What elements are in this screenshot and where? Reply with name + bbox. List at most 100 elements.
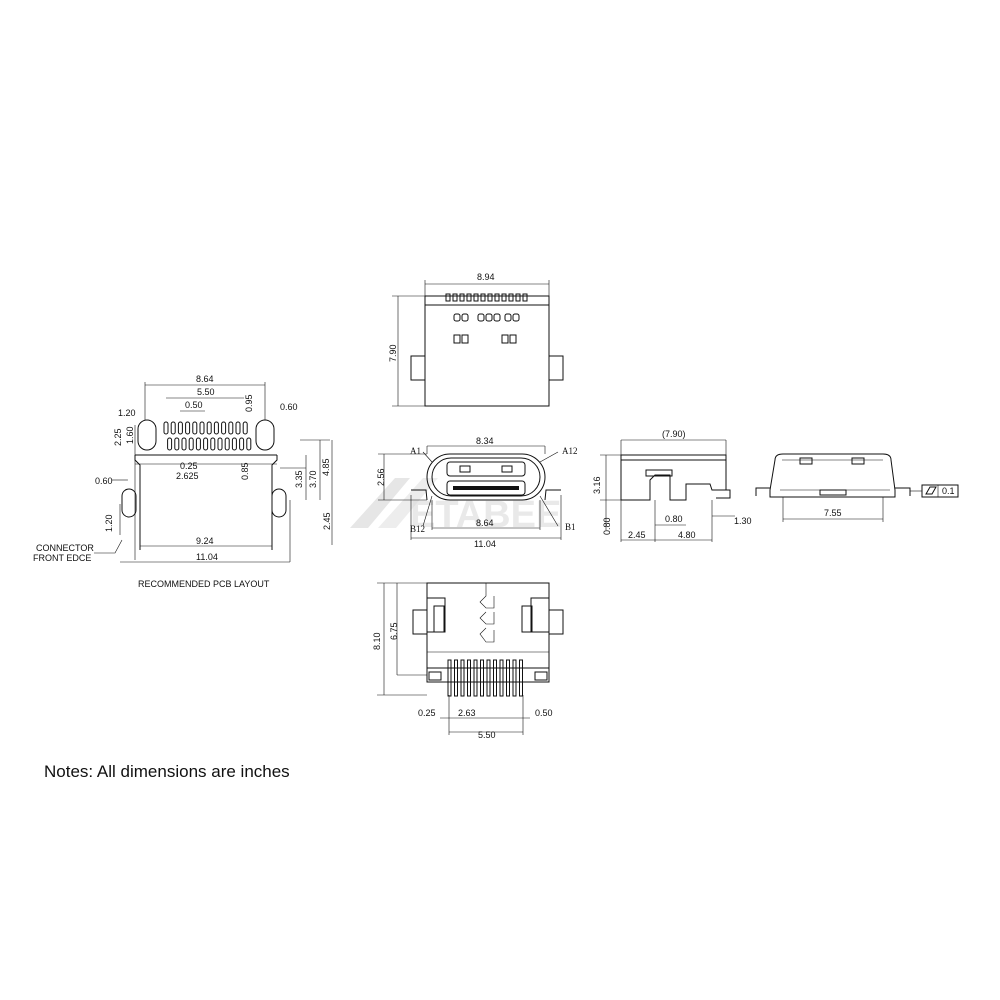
- top-view-slot: [461, 334, 469, 344]
- end-view: 7.55 0.1: [755, 453, 959, 522]
- dim-4-85: 4.85: [321, 458, 331, 476]
- side-height-dim: 3.16: [592, 476, 602, 494]
- dim-2-25: 2.25: [113, 428, 123, 446]
- top-view-pin: [515, 293, 521, 302]
- top-view-pin: [501, 293, 507, 302]
- top-view-hole: [453, 313, 461, 322]
- top-view-pin: [480, 293, 486, 302]
- bottom-view-pin: [480, 659, 484, 697]
- top-view-slot: [509, 334, 517, 344]
- front-edge-label-1: CONNECTOR: [36, 543, 94, 553]
- side-1-30-dim: 1.30: [734, 516, 752, 526]
- bottom-view-pin: [499, 659, 504, 697]
- top-view-slot: [501, 334, 509, 344]
- front-view: 8.34 2.56 8.64 11.04 A1 A12 B12 B1: [376, 436, 578, 549]
- pcb-signal-pad: [231, 437, 237, 451]
- pcb-signal-pad: [181, 437, 187, 451]
- bottom-6-75-dim: 6.75: [389, 622, 399, 640]
- top-view-pin: [494, 293, 500, 302]
- top-view-tab-right: [548, 355, 564, 381]
- dim-1-20-left: 1.20: [104, 514, 114, 532]
- dim-0-60-top: 0.60: [280, 402, 298, 412]
- front-tongue-top: [446, 461, 526, 477]
- front-shell-outer: [426, 453, 546, 501]
- bottom-tab-left: [412, 609, 428, 635]
- pcb-signal-pad: [224, 437, 230, 451]
- pcb-signal-pads: [163, 421, 252, 451]
- pcb-slot-right: [271, 488, 287, 518]
- end-width-dim: 7.55: [824, 508, 842, 518]
- watermark-logo: ETABEE: [350, 478, 561, 536]
- pcb-oval-pad-left: [137, 419, 157, 451]
- pcb-signal-pad: [188, 437, 194, 451]
- pcb-signal-pad: [192, 421, 198, 435]
- top-view-hole: [504, 313, 512, 322]
- bottom-view-pin: [519, 659, 523, 697]
- pcb-signal-pad: [174, 437, 180, 451]
- pcb-signal-pad: [246, 437, 252, 451]
- side-length-dim: (7.90): [662, 429, 686, 439]
- bottom-pin-base: [426, 667, 550, 683]
- top-view-hole: [512, 313, 520, 322]
- end-latch-left: [799, 457, 813, 465]
- front-shell-inner: [431, 457, 541, 497]
- front-latch-left: [459, 465, 471, 473]
- front-inner-dim: 8.64: [476, 518, 494, 528]
- pin-label-a1: A1: [410, 446, 421, 456]
- pcb-signal-pad: [235, 421, 241, 435]
- flatness-icon: [925, 486, 937, 495]
- dim-1-20-top: 1.20: [118, 408, 136, 418]
- bottom-center-features: [479, 583, 495, 643]
- pcb-layout-caption: RECOMMENDED PCB LAYOUT: [138, 579, 270, 589]
- pcb-layout-view: 8.64 5.50 0.50 0.95 1.20 0.60 2.25 1.60 …: [33, 374, 333, 589]
- side-2-45-dim: 2.45: [628, 530, 646, 540]
- bottom-tab-right: [548, 609, 564, 635]
- top-view-hole: [485, 313, 493, 322]
- pcb-signal-pad: [203, 437, 209, 451]
- front-contacts: [453, 486, 519, 490]
- pcb-slot-left: [121, 488, 137, 518]
- front-latch-right: [501, 465, 513, 473]
- flatness-value: 0.1: [942, 486, 955, 496]
- side-tab: [645, 469, 673, 477]
- bottom-view-pin: [467, 659, 471, 697]
- side-shell-top: [620, 454, 727, 461]
- bottom-latch-left: [433, 605, 445, 633]
- bottom-view-pin: [460, 659, 465, 697]
- pcb-signal-pad: [239, 437, 245, 451]
- bottom-view-pin: [447, 659, 452, 697]
- pin-label-b1: B1: [565, 522, 576, 532]
- end-foot: [819, 489, 847, 496]
- dim-2-45: 2.45: [322, 512, 332, 530]
- pcb-signal-pad: [163, 421, 169, 435]
- bottom-view-pin: [493, 659, 497, 697]
- bottom-8-10-dim: 8.10: [372, 632, 382, 650]
- bottom-view-pin: [506, 659, 510, 697]
- dim-0-85: 0.85: [240, 462, 250, 480]
- top-view-hole: [477, 313, 485, 322]
- top-view-holes: [453, 313, 520, 344]
- dim-2-625: 2.625: [176, 471, 199, 481]
- watermark-text: ETABEE: [410, 494, 561, 536]
- top-view-pin: [452, 293, 458, 302]
- pcb-signal-pad: [167, 437, 173, 451]
- front-overall-dim: 11.04: [474, 539, 496, 549]
- bottom-view-pin: [473, 659, 478, 697]
- notes-text: Notes: All dimensions are inches: [44, 762, 290, 781]
- bottom-latch-right: [521, 605, 533, 633]
- top-view-pin: [445, 293, 451, 302]
- side-4-80-dim: 4.80: [678, 530, 696, 540]
- pcb-signal-pad: [206, 421, 212, 435]
- bottom-pin-tab-right: [534, 671, 548, 681]
- dim-0-95: 0.95: [244, 394, 254, 412]
- side-view: (7.90) 3.16 0.80 0.80 1.30 2.45 4.80: [592, 429, 752, 542]
- side-0-80b-dim: 0.80: [665, 514, 683, 524]
- pcb-signal-pad: [213, 421, 219, 435]
- pcb-signal-pad: [170, 421, 176, 435]
- dim-9-24: 9.24: [196, 536, 214, 546]
- bottom-5-50-dim: 5.50: [478, 730, 496, 740]
- top-view-pin: [508, 293, 514, 302]
- top-view-pin: [459, 293, 465, 302]
